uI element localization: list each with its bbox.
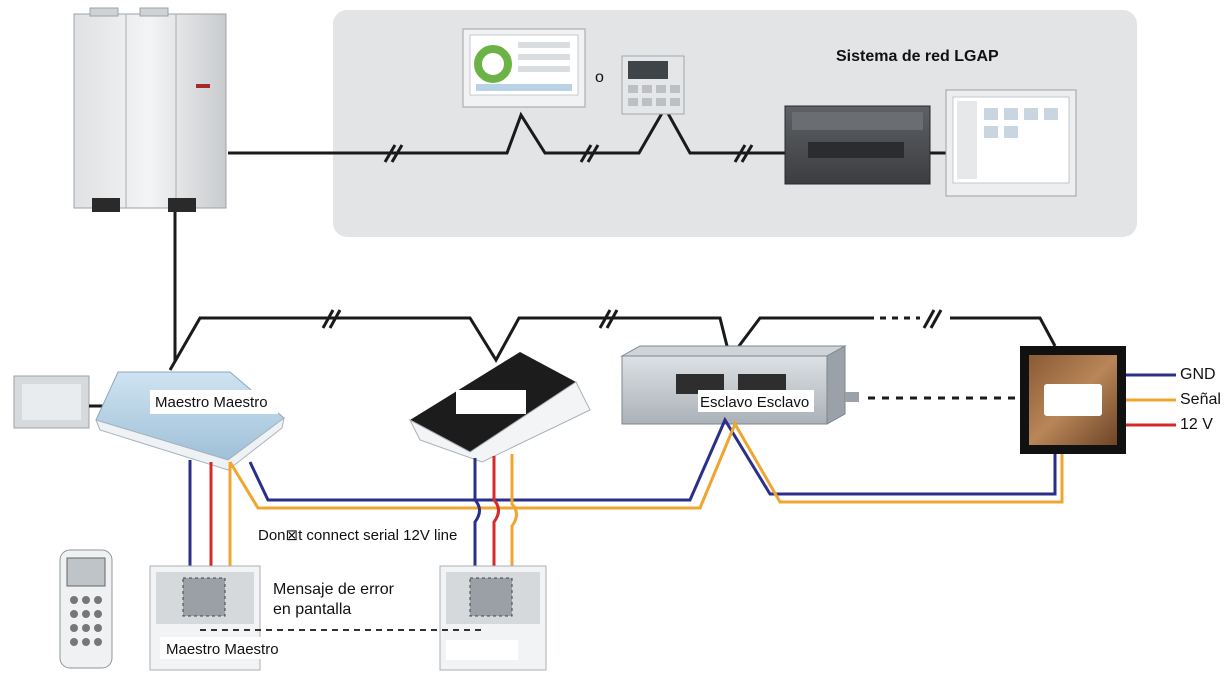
master-wired-remote: [149, 565, 288, 671]
terminal-box: [1020, 346, 1126, 454]
simple-central-controller: [621, 55, 685, 115]
terminal-wires: [1126, 373, 1176, 427]
pc-monitor: [945, 89, 1077, 197]
touch-controller: [462, 28, 586, 108]
outdoor-unit: [73, 7, 227, 212]
terminal-signal-label: Señal: [1180, 391, 1221, 408]
or-label: o: [595, 69, 604, 86]
master-cassette: [95, 371, 285, 471]
acp-gateway: [784, 105, 931, 185]
network-title: Sistema de red LGAP: [836, 48, 999, 65]
slave-wired-remote: [439, 565, 547, 671]
slave-duct-label: Esclavo Esclavo: [700, 394, 810, 411]
indoor-bus: [168, 309, 1057, 371]
network-bus: [228, 104, 946, 163]
wireless-remote: [59, 549, 113, 669]
master-controller-label: Maestro Maestro: [166, 641, 279, 658]
error-message-line1: Mensaje de error: [273, 581, 394, 598]
terminal-gnd-label: GND: [1180, 366, 1216, 383]
terminal-12v-label: 12 V: [1180, 416, 1213, 433]
no-serial-note: Don⊠t connect serial 12V line: [258, 527, 458, 544]
wall-controller-left: [13, 375, 118, 429]
slave-drops: [473, 454, 518, 572]
master-drops: [188, 460, 232, 572]
slave-cassette: [408, 352, 591, 463]
slave-duct: [620, 345, 859, 425]
serial-wires: [228, 416, 1064, 510]
master-cassette-label: Maestro Maestro: [155, 394, 268, 411]
error-message-line2: en pantalla: [273, 601, 352, 618]
